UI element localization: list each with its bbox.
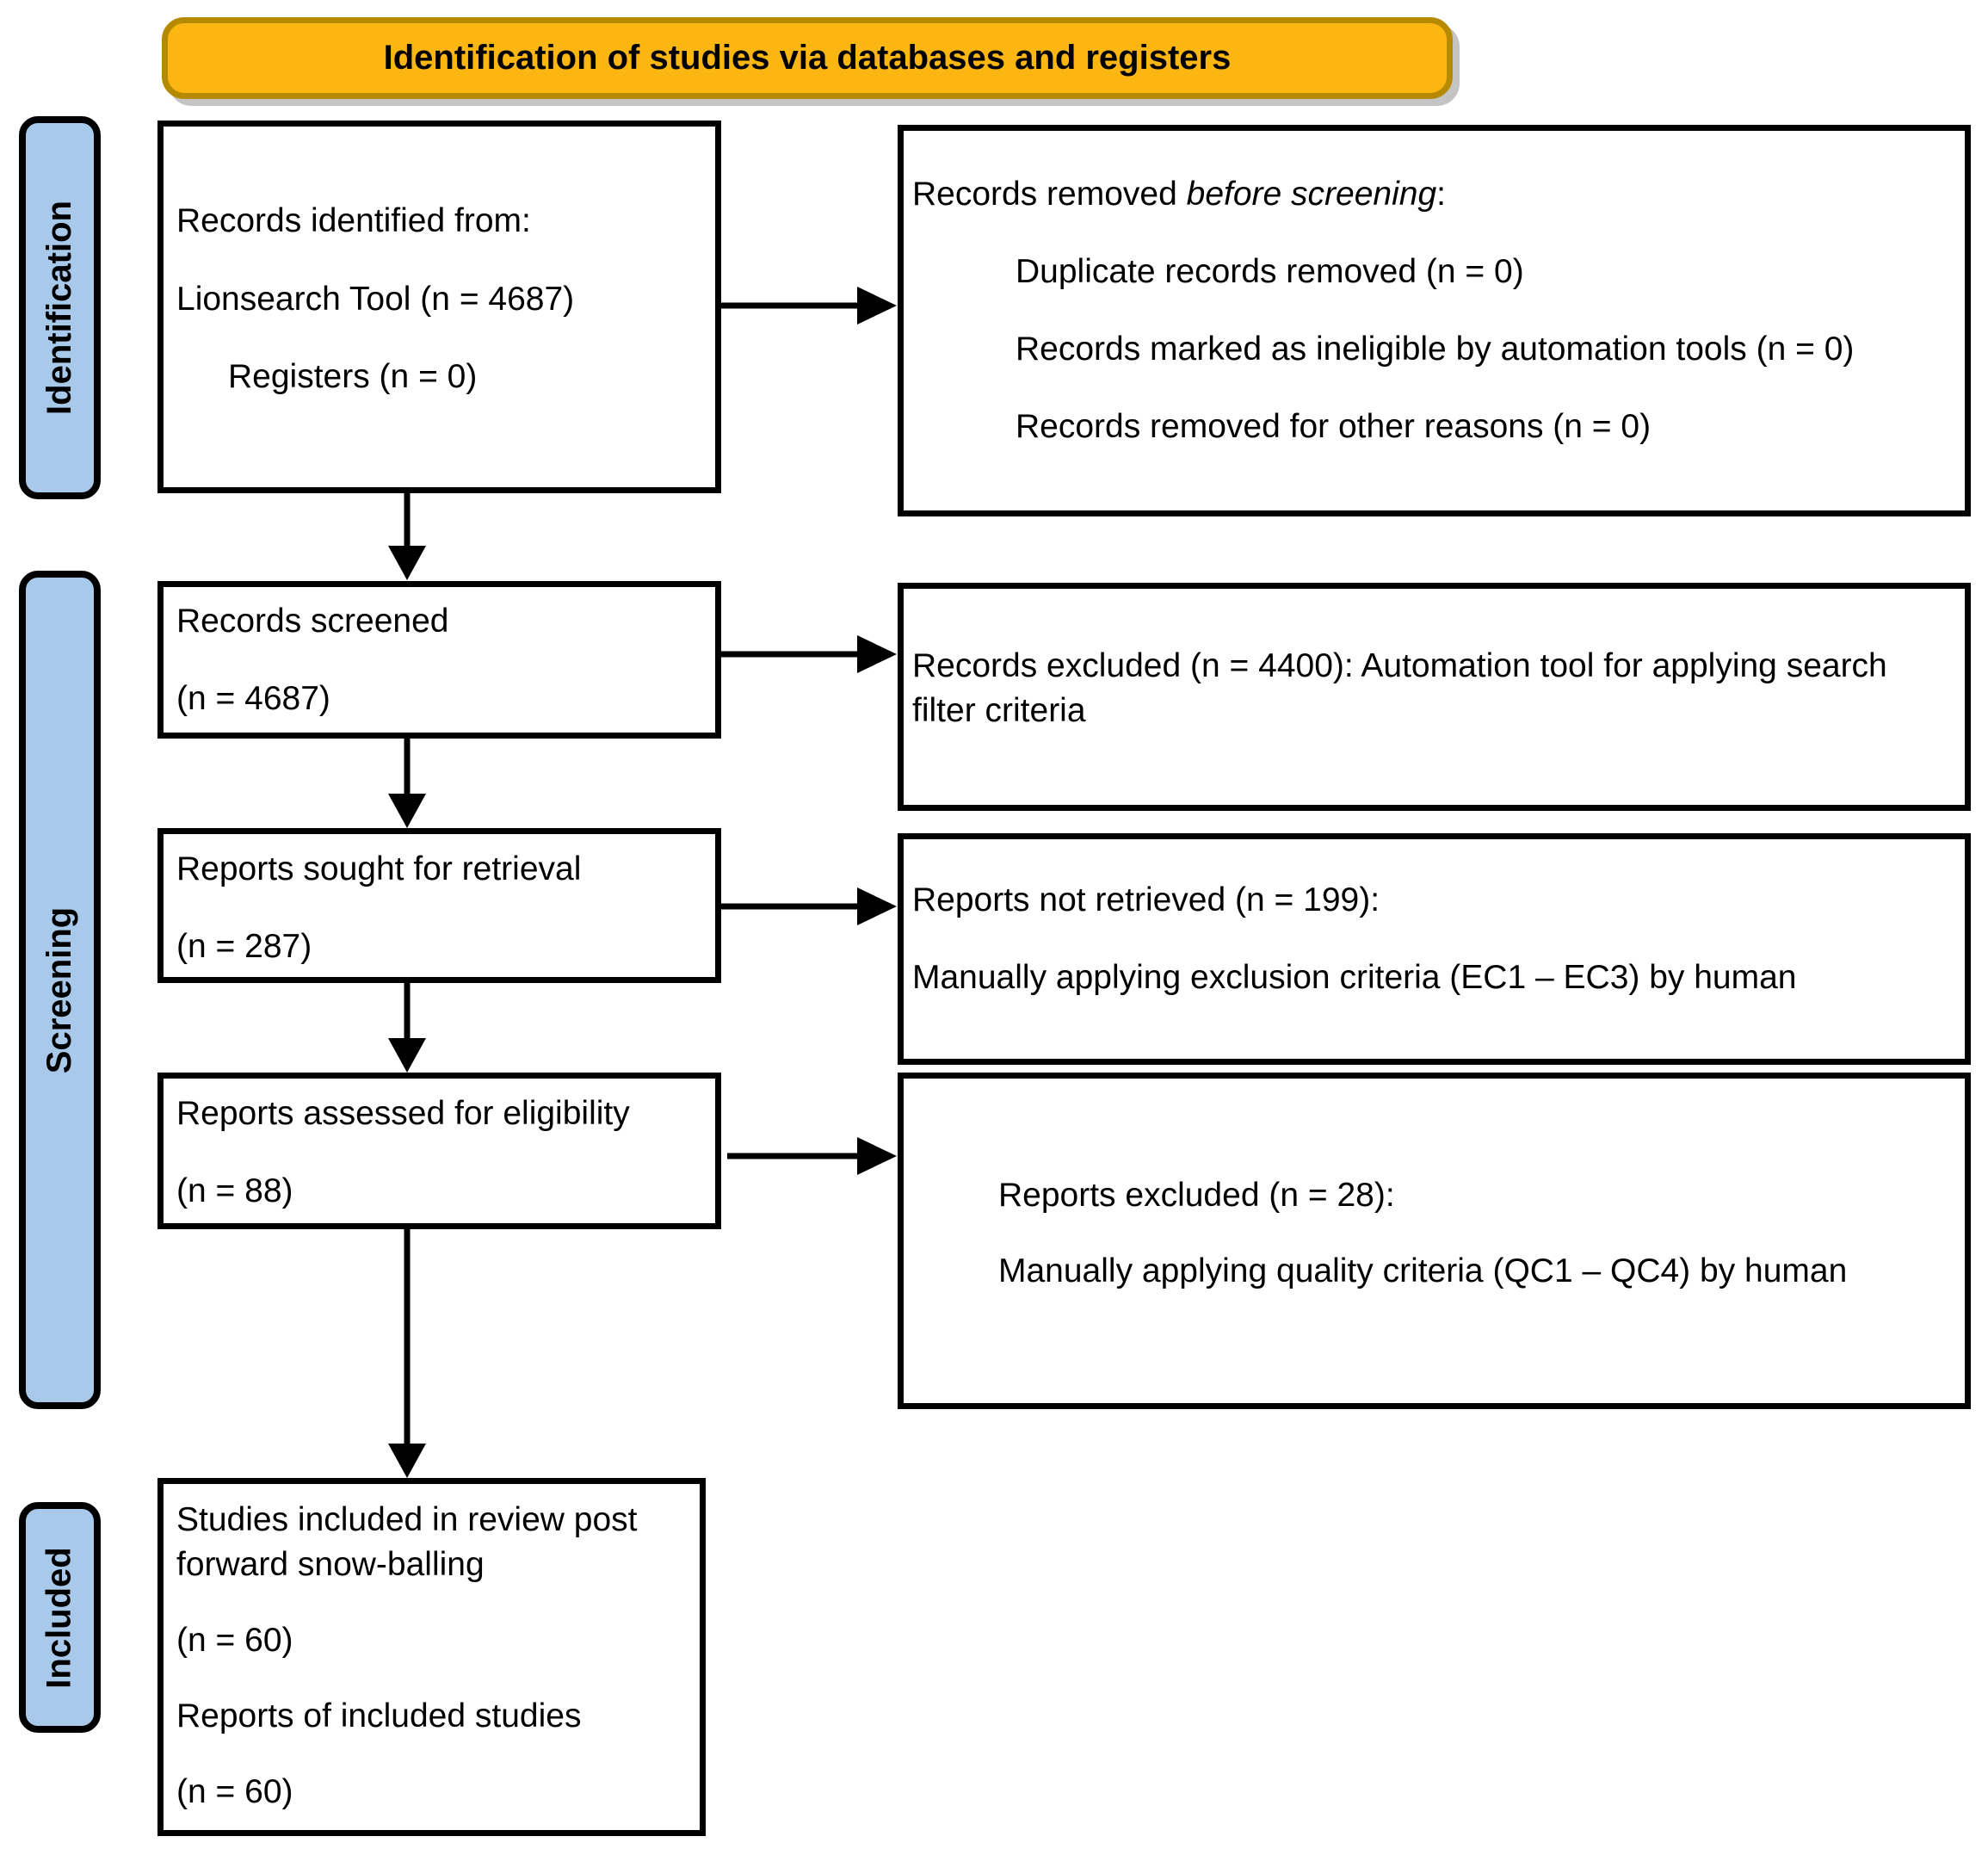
records-removed-title-suffix: : <box>1436 176 1447 213</box>
banner-title-label: Identification of studies via databases … <box>383 39 1232 77</box>
records-removed-item: Records marked as ineligible by automati… <box>1016 331 1855 368</box>
box-records-removed: Records removed before screening: Duplic… <box>898 125 1971 516</box>
records-identified-line: Lionsearch Tool (n = 4687) <box>176 281 575 318</box>
reports-not-retrieved-line: Reports not retrieved (n = 199): <box>912 881 1380 918</box>
records-screened-count: (n = 4687) <box>176 680 330 717</box>
studies-included-line: Studies included in review post forward … <box>176 1501 638 1583</box>
down-arrow-icon <box>388 493 426 580</box>
stage-included-label: Included <box>40 1546 79 1689</box>
reports-not-retrieved-line: Manually applying exclusion criteria (EC… <box>912 959 1797 996</box>
banner-title: Identification of studies via databases … <box>162 17 1453 99</box>
stage-included: Included <box>19 1502 101 1733</box>
right-arrow-icon <box>721 287 897 325</box>
stage-identification-label: Identification <box>40 201 79 415</box>
stage-screening: Screening <box>19 571 101 1409</box>
studies-included-line: Reports of included studies <box>176 1697 582 1734</box>
reports-assessed-line: Reports assessed for eligibility <box>176 1095 630 1132</box>
down-arrow-icon <box>388 739 426 828</box>
down-arrow-icon <box>388 983 426 1073</box>
reports-sought-line: Reports sought for retrieval <box>176 850 582 887</box>
records-identified-line: Records identified from: <box>176 202 531 239</box>
records-removed-item: Duplicate records removed (n = 0) <box>1016 253 1524 290</box>
box-records-screened: Records screened (n = 4687) <box>157 581 721 739</box>
box-studies-included: Studies included in review post forward … <box>157 1478 706 1836</box>
box-reports-assessed: Reports assessed for eligibility (n = 88… <box>157 1073 721 1229</box>
reports-excluded-line: Manually applying quality criteria (QC1 … <box>998 1252 1848 1289</box>
records-removed-title: Records removed before screening: <box>912 174 1956 215</box>
box-reports-sought: Reports sought for retrieval (n = 287) <box>157 828 721 983</box>
studies-included-count: (n = 60) <box>176 1773 293 1810</box>
box-reports-excluded: Reports excluded (n = 28): Manually appl… <box>898 1073 1971 1409</box>
right-arrow-icon <box>721 635 897 673</box>
reports-excluded-line: Reports excluded (n = 28): <box>998 1177 1395 1214</box>
stage-identification: Identification <box>19 116 101 499</box>
down-arrow-icon <box>388 1229 426 1478</box>
right-arrow-icon <box>721 887 897 925</box>
records-removed-item: Records removed for other reasons (n = 0… <box>1016 408 1652 445</box>
reports-sought-count: (n = 287) <box>176 928 312 965</box>
box-records-excluded: Records excluded (n = 4400): Automation … <box>898 583 1971 811</box>
right-arrow-icon <box>727 1137 897 1175</box>
box-reports-not-retrieved: Reports not retrieved (n = 199): Manuall… <box>898 833 1971 1065</box>
box-records-identified: Records identified from: Lionsearch Tool… <box>157 121 721 493</box>
records-identified-line: Registers (n = 0) <box>228 358 478 395</box>
records-screened-line: Records screened <box>176 603 449 640</box>
records-excluded-text: Records excluded (n = 4400): Automation … <box>912 647 1887 729</box>
records-removed-title-italic: before screening <box>1186 176 1437 213</box>
records-removed-title-prefix: Records removed <box>912 176 1187 213</box>
studies-included-count: (n = 60) <box>176 1622 293 1659</box>
reports-assessed-count: (n = 88) <box>176 1172 293 1209</box>
stage-screening-label: Screening <box>40 906 78 1073</box>
